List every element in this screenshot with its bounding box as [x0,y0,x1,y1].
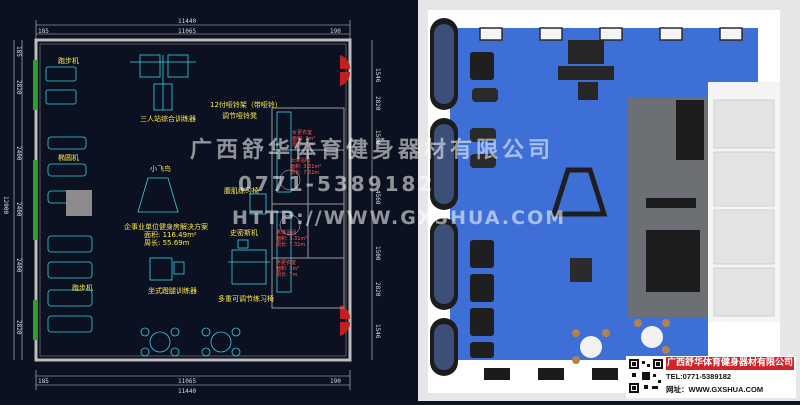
plan-title: 企事业单位健身房解决方案 [124,223,208,231]
plan-perimeter: 周长: 55.69m [144,239,190,247]
label-smith: 史密斯机 [230,229,258,237]
dim-bottom-left: 185 [38,378,49,385]
dim-left-seg-5: 2820 [15,320,22,335]
dim-right-4: 4560 [374,190,381,205]
render-drawing [418,0,800,401]
qr-code-icon [628,358,664,394]
contact-tel: TEL:0771-5389182 [666,372,732,381]
dim-right-5: 1500 [374,246,381,261]
dim-left-seg-1: 2820 [15,80,22,95]
dim-left-total: 12000 [2,196,9,215]
label-three-station: 三人站综合训练器 [140,115,196,123]
dim-left-seg-4: 2400 [15,258,22,273]
dim-top-inner: 11065 [178,28,197,35]
contact-site: 网址：WWW.GXSHUA.COM [666,385,764,394]
dim-bottom-inner: 11065 [178,378,197,385]
label-abs-bench: 腹肌练习椅 [224,187,259,195]
render-top-view [418,0,800,401]
contact-card: 广西舒华体育健身器材有限公司 TEL:0771-5389182 网址：WWW.G… [626,356,796,398]
plan-area: 面积: 116.49m² [144,231,197,239]
dim-left-seg-2: 2400 [15,146,22,161]
label-treadmill-top: 跑步机 [58,57,79,65]
dim-left-seg-3: 2400 [15,202,22,217]
label-multi-bench: 多重可调节练习椅 [218,295,274,303]
dim-top-right: 190 [330,28,341,35]
watermark-url: HTTP://WWW.GXSHUA.COM [232,207,567,229]
dim-left-end: 185 [15,46,22,57]
cad-drawing [13,20,373,390]
dim-right-2: 2820 [374,96,381,111]
dim-right-3: 1500 [374,130,381,145]
dim-top-left: 185 [38,28,49,35]
dim-bottom-right: 190 [330,378,341,385]
label-adj-dumbbell: 调节哑铃凳 [222,112,257,120]
contact-company: 广西舒华体育健身器材有限公司 [666,357,794,370]
label-dumbbell-rack: 12付哑铃架（带哑铃） [210,101,282,109]
watermark-phone: 0771-5389182 [238,172,436,196]
label-treadmill-bottom: 跑步机 [72,284,93,292]
dim-right-7: 1546 [374,324,381,339]
dim-top-total: 11440 [178,18,197,25]
watermark-company: 广西舒华体育健身器材有限公司 [190,138,555,163]
dim-bottom-total: 11440 [178,388,197,395]
dim-right-6: 2820 [374,282,381,297]
label-seated-leg: 坐式蹬腿训练器 [148,287,197,295]
dim-right-1: 1546 [374,68,381,83]
cad-floor-plan: 11440 11065 185 190 11065 11440 185 190 … [2,18,381,395]
label-elliptical: 椭圆机 [58,154,79,162]
label-flyer: 小飞鸟 [150,165,171,173]
